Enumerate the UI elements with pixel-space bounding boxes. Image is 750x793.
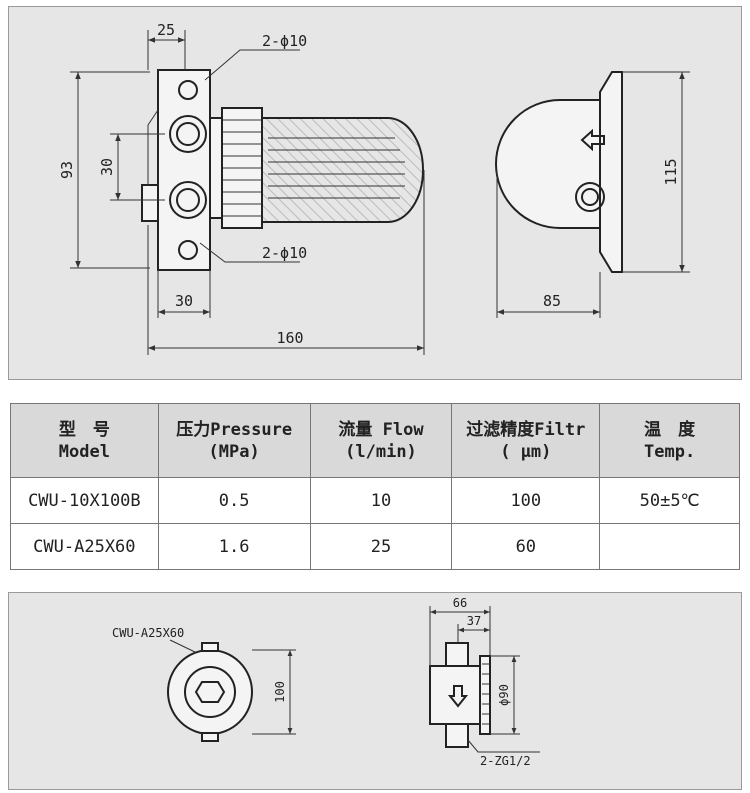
dim-side-115: 115 [662, 158, 680, 185]
mount-hole-bottom [178, 240, 198, 260]
side-view-body [495, 99, 601, 229]
filter-element [261, 117, 424, 223]
mount-hole-top [178, 80, 198, 100]
mounting-plate [157, 69, 211, 271]
side-view-port [575, 182, 605, 212]
cell-pressure: 0.5 [157, 477, 311, 524]
header-filtration: 过滤精度Filtr( μm) [451, 403, 601, 478]
bottom-drawing-panel [8, 592, 742, 790]
port-lower [169, 181, 207, 219]
hole-label-bottom: 2-ϕ10 [262, 244, 307, 262]
side-view-flange [599, 71, 623, 273]
dim-width-top: 25 [157, 21, 175, 39]
side-nut [141, 184, 159, 222]
dim-height-93: 93 [58, 161, 76, 179]
header-pressure: 压力Pressure(MPa) [157, 403, 311, 478]
dim-spacing-30: 30 [98, 158, 116, 176]
dim-side-85: 85 [543, 292, 561, 310]
dim-base-30: 30 [175, 292, 193, 310]
cell-pressure: 1.6 [157, 523, 311, 570]
cell-flow: 10 [309, 477, 453, 524]
cell-model: CWU-A25X60 [10, 523, 159, 570]
table-row: CWU-10X100B 0.5 10 100 50±5℃ [10, 477, 740, 524]
cell-model: CWU-10X100B [10, 477, 159, 524]
header-flow: 流量 Flow(l/min) [309, 403, 453, 478]
cell-temp [599, 523, 740, 570]
port-upper [169, 115, 207, 153]
flow-arrow-icon [580, 128, 605, 152]
cell-filtration: 100 [451, 477, 601, 524]
dim-length-160: 160 [276, 329, 303, 347]
hole-label-top: 2-ϕ10 [262, 32, 307, 50]
cell-temp: 50±5℃ [599, 477, 740, 524]
table-row: CWU-A25X60 1.6 25 60 [10, 523, 740, 570]
cell-filtration: 60 [451, 523, 601, 570]
cell-flow: 25 [309, 523, 453, 570]
